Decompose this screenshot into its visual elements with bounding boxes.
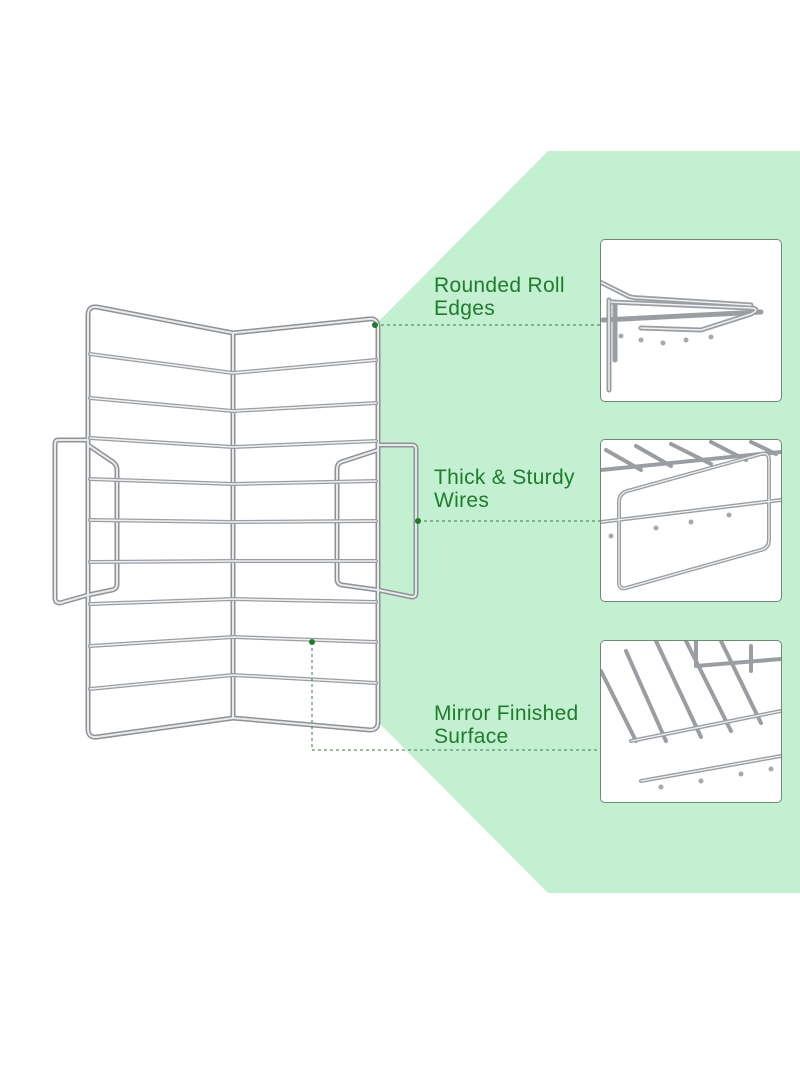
callout-line: Edges (434, 297, 496, 320)
leader-dots (309, 322, 421, 645)
wires-closeup-image (601, 440, 781, 591)
surface-closeup-image (601, 641, 781, 790)
detail-panel-surface (600, 640, 782, 803)
callout-line: Wires (434, 489, 490, 512)
leader-lines (311, 324, 600, 751)
callout-line: Surface (434, 725, 509, 748)
roasting-rack-image (52, 304, 419, 740)
detail-panel-wires (600, 439, 782, 602)
callout-sturdy-wires: Thick & Sturdy Wires (434, 466, 604, 512)
edge-closeup-image (601, 279, 764, 393)
callout-line: Mirror Finished (434, 702, 579, 725)
callout-rounded-edges: Rounded Roll Edges (434, 274, 604, 320)
detail-panel-edges (600, 239, 782, 402)
callout-line: Thick & Sturdy (434, 466, 575, 489)
callout-mirror-surface: Mirror Finished Surface (434, 702, 604, 748)
callout-line: Rounded Roll (434, 274, 565, 297)
